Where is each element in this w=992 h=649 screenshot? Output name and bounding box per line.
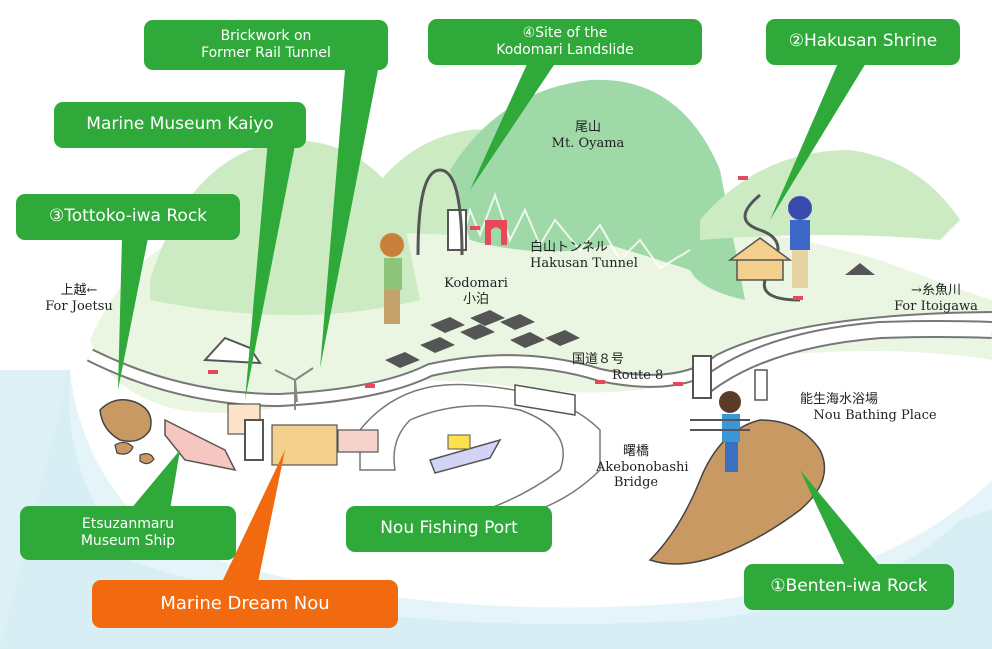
callout-marine-dream: Marine Dream Nou	[92, 580, 398, 628]
pointer-landslide	[470, 62, 556, 190]
bathing-info-board	[692, 355, 712, 399]
callout-tottoko: ③Tottoko-iwa Rock	[16, 194, 240, 240]
route-8-road-inner	[87, 313, 992, 406]
hiker-character	[380, 233, 404, 324]
pointer-benten	[800, 470, 880, 566]
pointer-tottoko	[118, 238, 148, 390]
wind-turbine	[274, 367, 314, 410]
callout-benten: ①Benten-iwa Rock	[744, 564, 954, 610]
lighthouse	[754, 369, 768, 401]
pointer-hakusan	[770, 63, 866, 220]
pointer-etsuzanmaru	[130, 450, 180, 510]
rail-tunnel-brickwork	[416, 168, 464, 256]
label-joetsu: 上越←For Joetsu	[45, 283, 113, 314]
benten-iwa-rock	[648, 419, 826, 565]
pointer-marine-dream	[222, 450, 285, 582]
tottoko-iwa-rock	[99, 399, 152, 442]
akebonobashi-bridge	[690, 419, 750, 431]
right-mountain	[700, 150, 960, 240]
mt-oyama-mountain	[450, 79, 745, 300]
red-signs	[208, 176, 803, 388]
fishing-boat	[429, 438, 502, 474]
coast-road-inner	[695, 322, 992, 396]
callout-fishing-port: Nou Fishing Port	[346, 506, 552, 552]
museum-info-board	[244, 419, 264, 461]
port-warehouse	[514, 384, 576, 416]
pointer-brickwork	[320, 70, 378, 368]
hakusan-tunnel-portal	[485, 220, 507, 245]
pointer-marine-museum	[245, 140, 296, 400]
etsuzanmaru-ship	[164, 418, 237, 472]
fishing-boat-cabin	[447, 434, 471, 450]
kodomari-houses	[385, 263, 875, 368]
shrine-path	[743, 193, 801, 302]
hakusan-shrine-building	[727, 237, 793, 281]
callout-marine-museum: Marine Museum Kaiyo	[54, 102, 306, 148]
ridge-line	[459, 192, 691, 270]
callout-hakusan-shrine: ②Hakusan Shrine	[766, 19, 960, 65]
red-roof-building	[337, 429, 379, 453]
small-rock	[114, 441, 155, 465]
shrine-character	[788, 196, 812, 288]
